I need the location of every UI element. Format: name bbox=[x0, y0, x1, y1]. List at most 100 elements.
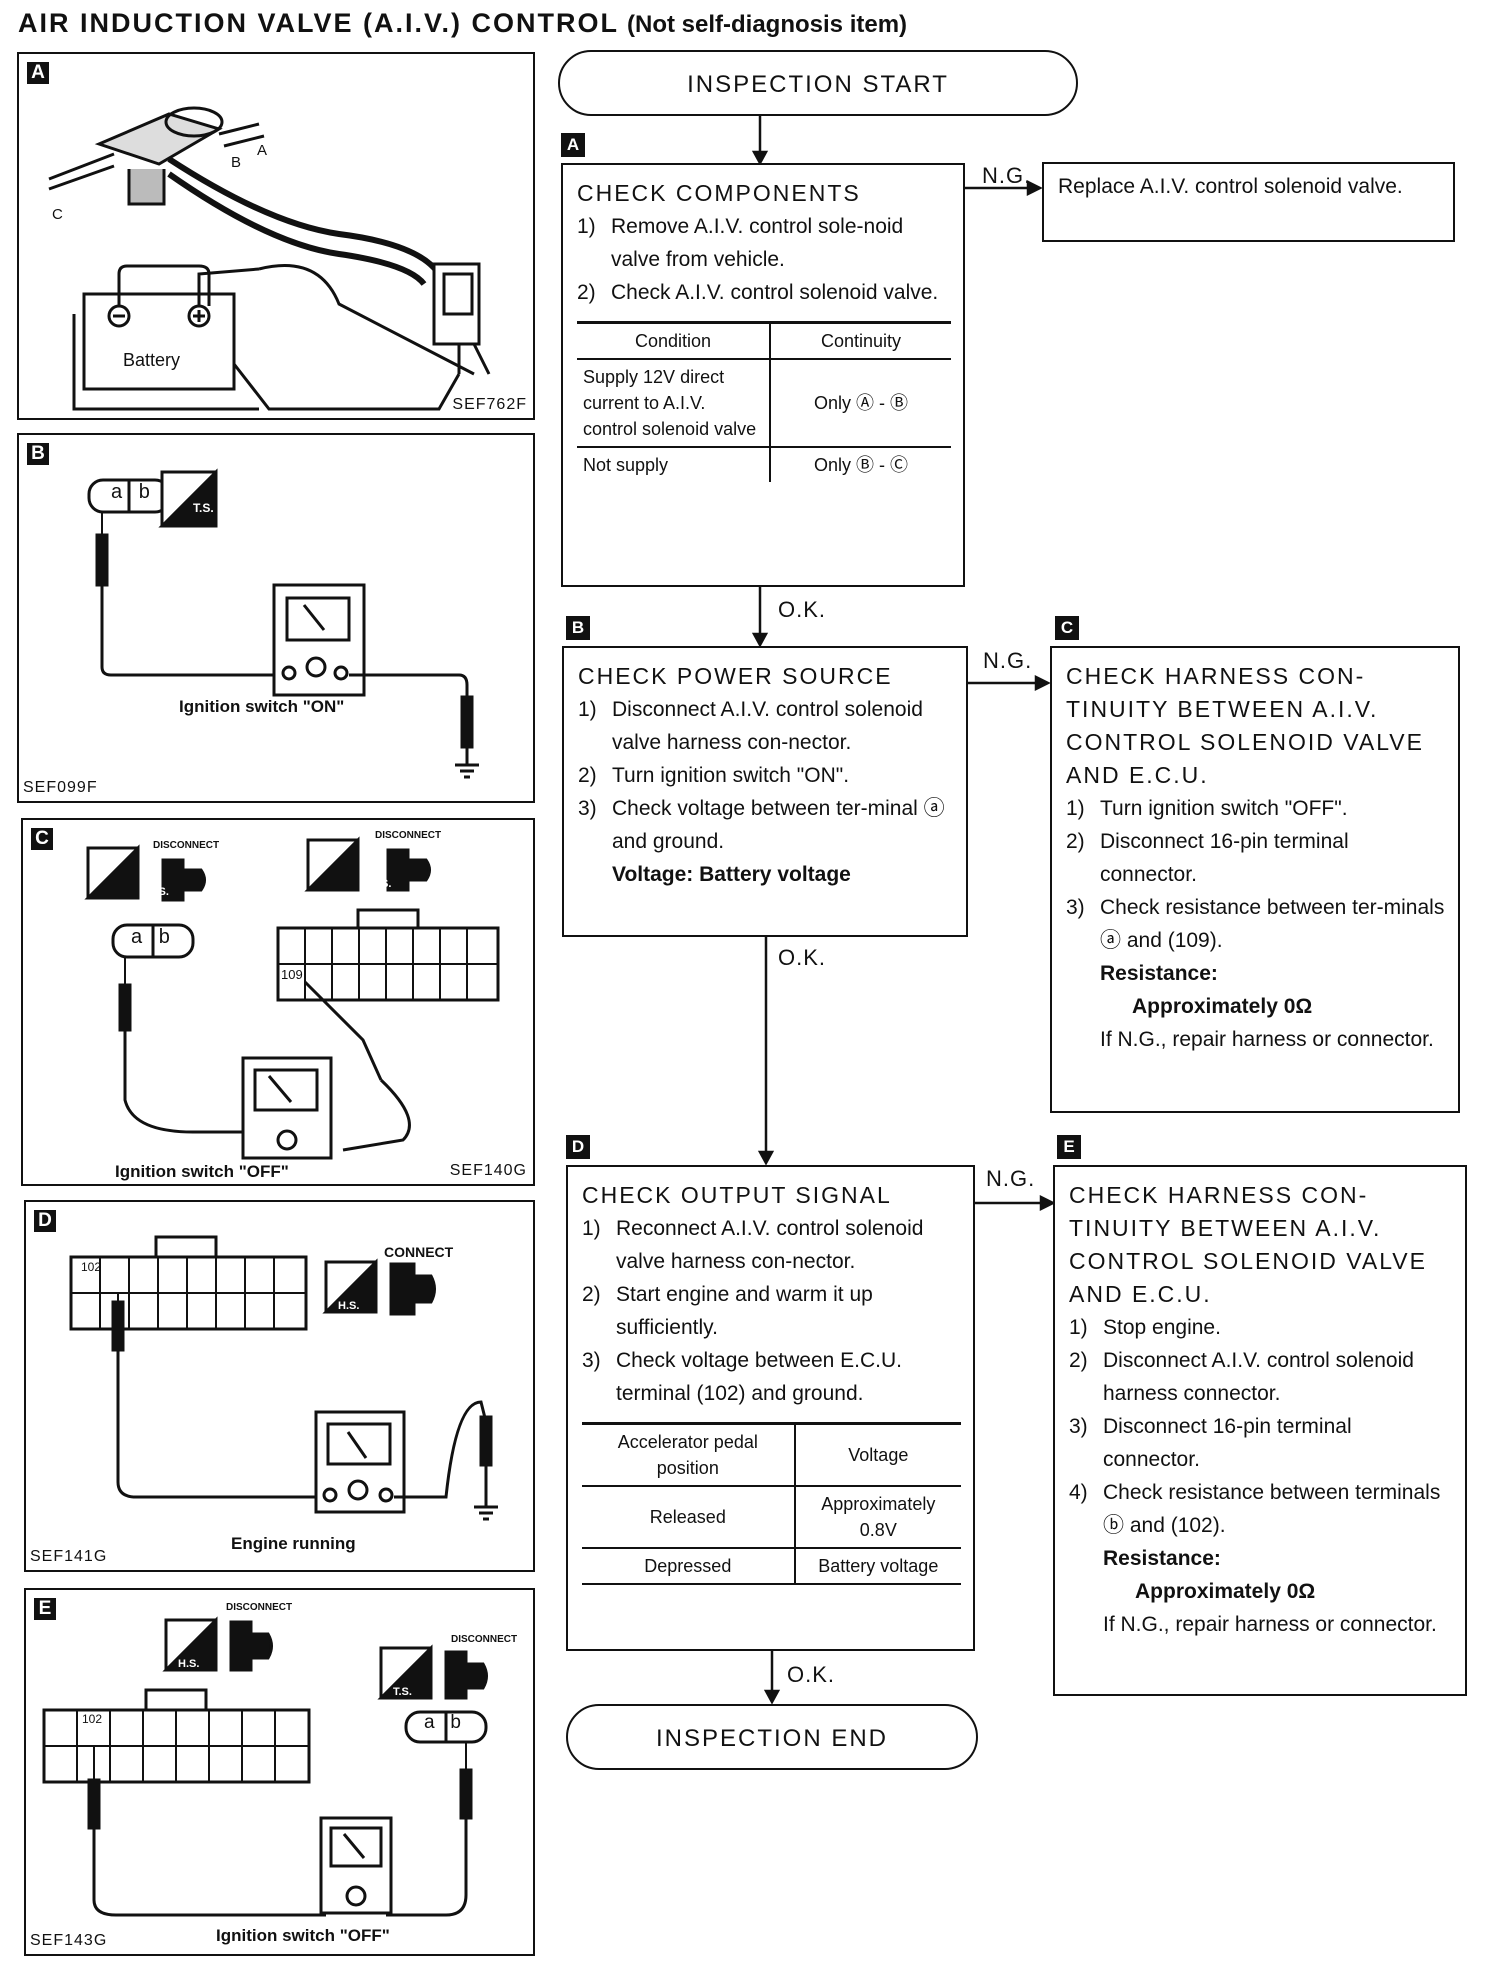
panel-e-letter: E bbox=[34, 1598, 56, 1620]
step-e-item-2: 2)Disconnect A.I.V. control solenoid har… bbox=[1069, 1349, 1414, 1405]
table-cell: Supply 12V direct current to A.I.V. cont… bbox=[577, 359, 770, 448]
step-a-item-2: 2)Check A.I.V. control solenoid valve. bbox=[577, 281, 939, 304]
terminal-b-label: b bbox=[138, 481, 150, 503]
terminal-label: a b bbox=[111, 481, 150, 504]
battery-label: Battery bbox=[123, 350, 181, 370]
disconnect-icon: DISCONNECT bbox=[153, 840, 220, 851]
step-c-heading: CHECK HARNESS CON-TINUITY BETWEEN A.I.V.… bbox=[1066, 663, 1424, 788]
step-d-check-output-signal: CHECK OUTPUT SIGNAL 1)Reconnect A.I.V. c… bbox=[566, 1165, 975, 1651]
terminal-label-a: A bbox=[257, 142, 268, 159]
ok-label-d: O.K. bbox=[787, 1662, 836, 1687]
table-row: Supply 12V direct current to A.I.V. cont… bbox=[577, 359, 951, 448]
terminal-a-label: a bbox=[111, 481, 123, 503]
figure-code: SEF762F bbox=[452, 396, 527, 413]
test-caption: Ignition switch "OFF" bbox=[216, 1926, 390, 1945]
replace-text: Replace A.I.V. control solenoid valve. bbox=[1058, 175, 1403, 198]
table-cell: Only Ⓑ - Ⓒ bbox=[769, 447, 951, 482]
disconnect-icon: DISCONNECT bbox=[226, 1602, 293, 1613]
title-sub: (Not self-diagnosis item) bbox=[627, 11, 908, 38]
step-b-item-1: 1)Disconnect A.I.V. control solenoid val… bbox=[578, 698, 923, 754]
disconnect-icon: DISCONNECT bbox=[375, 830, 442, 841]
step-c-note: If N.G., repair harness or connector. bbox=[1100, 1028, 1434, 1051]
panel-d-letter: D bbox=[34, 1210, 56, 1232]
step-e-check-harness-continuity: CHECK HARNESS CON-TINUITY BETWEEN A.I.V.… bbox=[1053, 1165, 1467, 1696]
panel-e: E bbox=[24, 1588, 535, 1956]
table-cell: Only Ⓐ - Ⓑ bbox=[769, 359, 951, 448]
step-a-item-1: 1)Remove A.I.V. control sole-noid valve … bbox=[577, 215, 904, 271]
step-a-check-components: CHECK COMPONENTS 1)Remove A.I.V. control… bbox=[561, 163, 965, 587]
ok-label-a: O.K. bbox=[778, 597, 827, 622]
table-cell: Battery voltage bbox=[793, 1548, 961, 1585]
step-c-item-3: 3)Check resistance between ter-minals ⓐ … bbox=[1066, 896, 1445, 952]
figure-code: SEF099F bbox=[23, 779, 98, 796]
title-main: AIR INDUCTION VALVE (A.I.V.) CONTROL bbox=[18, 8, 620, 38]
step-c-check-harness-continuity: CHECK HARNESS CON-TINUITY BETWEEN A.I.V.… bbox=[1050, 646, 1460, 1113]
test-caption: Ignition switch "OFF" bbox=[115, 1162, 289, 1181]
solenoid-valve-battery-illustration bbox=[48, 106, 491, 411]
step-e-resistance-label: Resistance: bbox=[1103, 1547, 1221, 1570]
step-d-item-2: 2)Start engine and warm it up sufficient… bbox=[582, 1283, 873, 1339]
step-b-item-3: 3)Check voltage between ter-minal ⓐ and … bbox=[578, 797, 945, 853]
step-b-label: B bbox=[566, 616, 590, 640]
panel-c-letter: C bbox=[31, 828, 53, 850]
hs-icon: H.S. bbox=[338, 1300, 360, 1312]
panel-a: A C B A Battery SEF762F bbox=[17, 52, 535, 420]
step-b-check-power-source: CHECK POWER SOURCE 1)Disconnect A.I.V. c… bbox=[562, 646, 968, 937]
voltmeter-test-illustration bbox=[87, 468, 479, 779]
hs-icon: H.S. bbox=[178, 1658, 200, 1670]
ng-label-a: N.G. bbox=[982, 163, 1032, 188]
step-a-label: A bbox=[561, 133, 585, 157]
terminal-label-c: C bbox=[52, 206, 63, 223]
table-cell: Approximately 0.8V bbox=[793, 1486, 961, 1549]
step-e-item-1: 1)Stop engine. bbox=[1069, 1316, 1221, 1339]
harness-continuity-test-illustration bbox=[42, 1616, 488, 1917]
table-row: Depressed Battery voltage bbox=[582, 1548, 961, 1585]
step-e-resistance-value: Approximately 0Ω bbox=[1135, 1580, 1316, 1603]
figure-code: SEF143G bbox=[30, 1932, 108, 1949]
step-d-label: D bbox=[566, 1135, 590, 1159]
test-caption: Engine running bbox=[231, 1534, 356, 1553]
step-e-label: E bbox=[1057, 1135, 1081, 1159]
table-row: Released Approximately 0.8V bbox=[582, 1486, 961, 1549]
terminal-label-b: B bbox=[231, 154, 242, 171]
table-cell: Not supply bbox=[583, 455, 669, 475]
step-c-item-2: 2)Disconnect 16-pin terminal connector. bbox=[1066, 830, 1349, 886]
panel-b-letter: B bbox=[27, 443, 49, 465]
step-e-heading: CHECK HARNESS CON-TINUITY BETWEEN A.I.V.… bbox=[1069, 1182, 1427, 1307]
figure-code: SEF141G bbox=[30, 1548, 108, 1565]
pin-number-label: 109 bbox=[281, 967, 303, 982]
replace-solenoid-box: Replace A.I.V. control solenoid valve. bbox=[1042, 162, 1455, 242]
ng-label-b: N.G. bbox=[983, 648, 1033, 673]
terminal-b-label: b bbox=[158, 926, 170, 948]
disconnect-icon: DISCONNECT bbox=[451, 1634, 518, 1645]
step-e-note: If N.G., repair harness or connector. bbox=[1103, 1613, 1437, 1636]
step-e-item-4: 4)Check resistance between terminals ⓑ a… bbox=[1069, 1481, 1441, 1537]
table-header-pedal: Accelerator pedal position bbox=[582, 1422, 795, 1487]
panel-c: C bbox=[21, 818, 535, 1186]
ng-label-d: N.G. bbox=[986, 1166, 1036, 1191]
step-d-heading: CHECK OUTPUT SIGNAL bbox=[582, 1182, 892, 1208]
step-b-heading: CHECK POWER SOURCE bbox=[578, 663, 893, 689]
terminal-b-label: b bbox=[450, 1712, 461, 1733]
page-title: AIR INDUCTION VALVE (A.I.V.) CONTROL (Not… bbox=[18, 8, 907, 39]
step-b-item-2: 2)Turn ignition switch "ON". bbox=[578, 764, 850, 787]
panel-a-letter: A bbox=[27, 62, 49, 84]
step-c-resistance-label: Resistance: bbox=[1100, 962, 1218, 985]
terminal-a-label: a bbox=[424, 1712, 435, 1733]
ts-icon: T.S. bbox=[393, 1686, 412, 1698]
terminal-label: a b bbox=[424, 1712, 461, 1734]
step-d-item-1: 1)Reconnect A.I.V. control solenoid valv… bbox=[582, 1217, 924, 1273]
ts-icon: T.S. bbox=[150, 886, 169, 898]
step-a-heading: CHECK COMPONENTS bbox=[577, 180, 861, 206]
connect-icon: CONNECT bbox=[384, 1244, 454, 1260]
table-header-continuity: Continuity bbox=[769, 321, 951, 360]
ok-label-b: O.K. bbox=[778, 945, 827, 970]
test-caption: Ignition switch "ON" bbox=[179, 697, 345, 716]
step-c-item-1: 1)Turn ignition switch "OFF". bbox=[1066, 797, 1348, 820]
table-header-condition: Condition bbox=[577, 321, 770, 360]
hs-icon: H.S. bbox=[370, 878, 392, 890]
figure-code: SEF140G bbox=[449, 1162, 527, 1179]
step-d-item-3: 3)Check voltage between E.C.U. terminal … bbox=[582, 1349, 902, 1405]
step-c-label: C bbox=[1055, 616, 1079, 640]
ts-icon: T.S. bbox=[193, 501, 214, 515]
